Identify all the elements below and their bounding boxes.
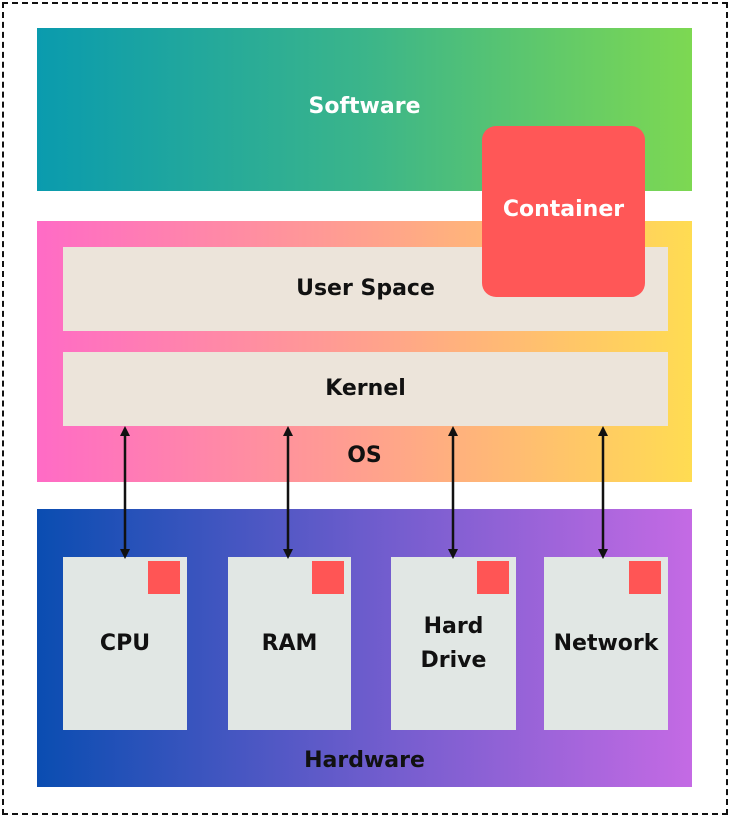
cpu-box: CPU (63, 557, 187, 730)
chip-icon (148, 561, 180, 594)
hardware-layer: CPU RAM Hard Drive Network Hardware (37, 509, 692, 787)
hard-drive-box: Hard Drive (391, 557, 516, 730)
ram-box: RAM (228, 557, 351, 730)
user-space-label: User Space (296, 276, 435, 301)
container-box: Container (482, 126, 645, 297)
cpu-label: CPU (99, 630, 151, 656)
hardware-label: Hardware (304, 748, 425, 773)
chip-icon (312, 561, 344, 594)
chip-icon (477, 561, 509, 594)
container-label: Container (502, 197, 625, 222)
software-label: Software (308, 94, 421, 119)
kernel-label: Kernel (325, 376, 406, 401)
os-label: OS (347, 443, 382, 468)
hard-drive-label: Hard Drive (420, 613, 487, 673)
ram-label: RAM (261, 630, 318, 656)
network-box: Network (544, 557, 668, 730)
network-label: Network (553, 630, 659, 656)
kernel-band: Kernel (63, 352, 668, 426)
chip-icon (629, 561, 661, 594)
